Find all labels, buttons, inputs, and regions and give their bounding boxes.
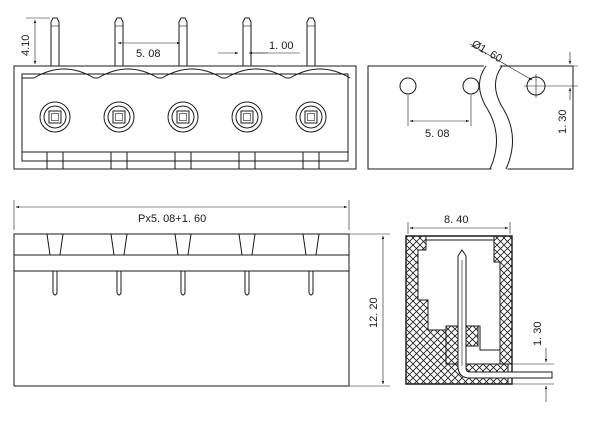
section-pin [457,249,553,379]
bottom-pin [308,271,314,296]
bottom-tab [302,233,320,256]
hole-diameter-label: Ø1. 60 [470,38,505,65]
pin-width-label: 1. 00 [269,40,293,52]
bottom-front-view: Px5. 08+1. 60 12. 20 [13,200,390,387]
pcb-hole-1 [399,77,417,95]
screw-slot-outer [304,110,318,124]
screw-head [299,105,323,129]
side-section-view: 8. 40 1. 30 [405,214,554,402]
length-label: Px5. 08+1. 60 [138,213,206,225]
bottom-pin [244,271,250,296]
front-dimensions: 4.10 5. 08 1. 00 [20,17,300,67]
break-gap [479,62,513,173]
screw-slot-inner [51,113,59,121]
break-line-left [479,65,497,170]
hole-diameter-leader [469,43,533,81]
screw-slot-outer [112,110,126,124]
bottom-tab [110,233,128,256]
depth-label: 8. 40 [444,214,468,226]
screw-head [235,105,259,129]
screw-head [171,105,195,129]
side-top-view: Ø1. 60 5. 08 1. 30 [367,38,578,173]
bottom-tab [46,233,64,256]
front-tab [110,151,128,170]
hole-offset-label: 1. 30 [557,110,569,134]
front-clamp-arches [22,68,351,79]
bottom-tabs [46,233,320,256]
pitch-top-label: 5. 08 [136,48,160,60]
front-pin [306,17,316,66]
front-pin [178,17,188,66]
bottom-pin [180,271,186,296]
bottom-tab [174,233,192,256]
bottom-tab [238,233,256,256]
screw-outer-ring [167,101,199,133]
screw-head [43,105,67,129]
front-view [13,17,357,170]
side-top-housing [367,65,574,170]
screw-outer-ring [39,101,71,133]
front-tab [238,151,256,170]
screw-slot-inner [179,113,187,121]
screw-outer-ring [231,101,263,133]
front-tab [302,151,320,170]
pin-height-label: 4.10 [20,35,32,56]
front-tabs [46,151,320,170]
front-tab [174,151,192,170]
hole-pitch-label: 5. 08 [425,128,449,140]
bottom-pin [116,271,122,296]
screw-slot-outer [48,110,62,124]
screw-slot-inner [307,113,315,121]
break-line-right [495,65,513,170]
front-housing-inner [21,73,349,162]
bottom-housing [13,233,350,387]
screw-head [107,105,131,129]
bottom-pin [52,271,58,296]
front-screws [39,101,327,133]
screw-slot-inner [115,113,123,121]
screw-outer-ring [103,101,135,133]
front-tab [46,151,64,170]
pin-offset-label: 1. 30 [532,322,544,346]
pcb-hole-2 [462,77,480,95]
screw-slot-outer [176,110,190,124]
bottom-pins [52,271,314,296]
front-pin [242,17,252,66]
screw-slot-outer [240,110,254,124]
height-label: 12. 20 [368,297,380,328]
screw-outer-ring [295,101,327,133]
screw-slot-inner [243,113,251,121]
front-pin [114,17,124,66]
front-pin [50,17,60,66]
